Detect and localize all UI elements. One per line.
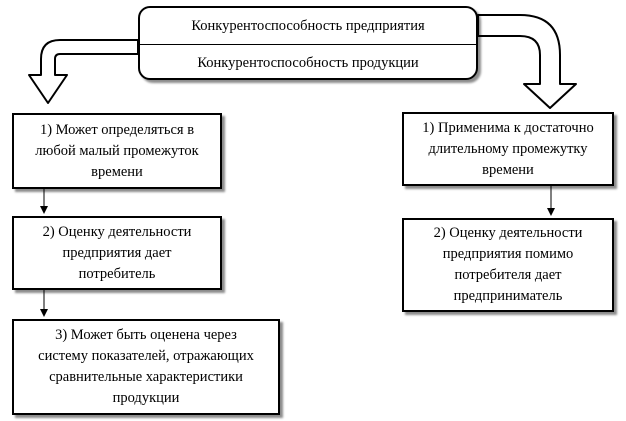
left-box-1-line: любой малый промежуток: [35, 142, 199, 159]
right-box-1: 1) Применима к достаточно длительному пр…: [402, 112, 614, 186]
enterprise-competitiveness-label: Конкурентоспособность предприятия: [191, 17, 425, 34]
top-box: Конкурентоспособность предприятия Конкур…: [138, 6, 478, 80]
left-box-3-line: систему показателей, отражающих: [38, 348, 254, 364]
left-box-2-line: 2) Оценку деятельности: [42, 223, 192, 240]
left-box-1-line: 1) Может определяться в: [39, 121, 195, 138]
right-box-1-line: времени: [482, 161, 534, 178]
right-box-2-line: предприятия помимо: [442, 246, 574, 262]
left-box-1: 1) Может определяться в любой малый пром…: [12, 113, 222, 189]
right-box-2-line: предприниматель: [453, 288, 563, 304]
left-box-3: 3) Может быть оценена через систему пока…: [12, 319, 280, 415]
left-box-1-line: времени: [91, 163, 143, 180]
left-box-2-line: потребитель: [78, 265, 156, 282]
hollow-arrow-right: [477, 14, 577, 109]
right-box-2-line: потребителя дает: [454, 267, 562, 283]
left-box-3-line: 3) Может быть оценена через: [55, 327, 237, 343]
right-box-2: 2) Оценку деятельности предприятия помим…: [402, 218, 614, 312]
right-box-1-line: длительному промежутку: [428, 140, 588, 157]
right-box-1-line: 1) Применима к достаточно: [422, 119, 594, 136]
right-box-2-line: 2) Оценку деятельности: [433, 225, 583, 241]
left-box-2: 2) Оценку деятельности предприятия дает …: [12, 216, 222, 290]
left-box-3-line: продукции: [112, 390, 180, 406]
product-competitiveness-label: Конкурентоспособность продукции: [140, 44, 476, 81]
left-box-3-line: сравнительные характеристики: [49, 369, 243, 385]
left-box-2-line: предприятия дает: [62, 244, 172, 261]
hollow-arrow-left: [28, 39, 139, 104]
